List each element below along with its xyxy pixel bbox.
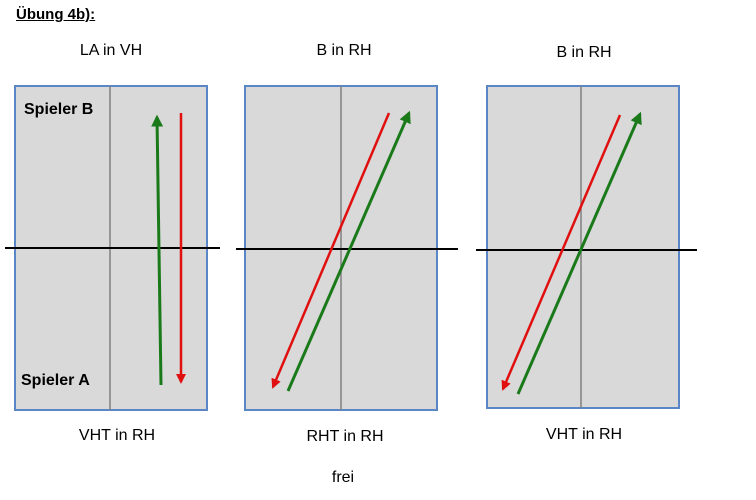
player-a-label: Spieler A <box>21 372 90 389</box>
footer-label: frei <box>331 469 355 486</box>
panel-1-top-label: LA in VH <box>79 42 143 59</box>
player-b-label: Spieler B <box>24 101 94 118</box>
panel-2-top-label: B in RH <box>316 42 372 59</box>
exercise-heading: Übung 4b): <box>16 6 96 23</box>
green-arrow <box>151 114 164 386</box>
panel-1-bottom-label: VHT in RH <box>78 427 156 444</box>
panel-1 <box>5 85 220 411</box>
panel-3 <box>476 85 697 409</box>
green-arrow <box>286 110 411 392</box>
red-arrow <box>501 114 622 391</box>
panel-3-bottom-label: VHT in RH <box>545 426 623 443</box>
red-arrow <box>271 112 391 389</box>
green-arrow <box>516 111 642 395</box>
panel-2-bottom-label: RHT in RH <box>306 428 384 445</box>
panel-3-top-label: B in RH <box>556 44 612 61</box>
panel-2 <box>236 85 458 411</box>
